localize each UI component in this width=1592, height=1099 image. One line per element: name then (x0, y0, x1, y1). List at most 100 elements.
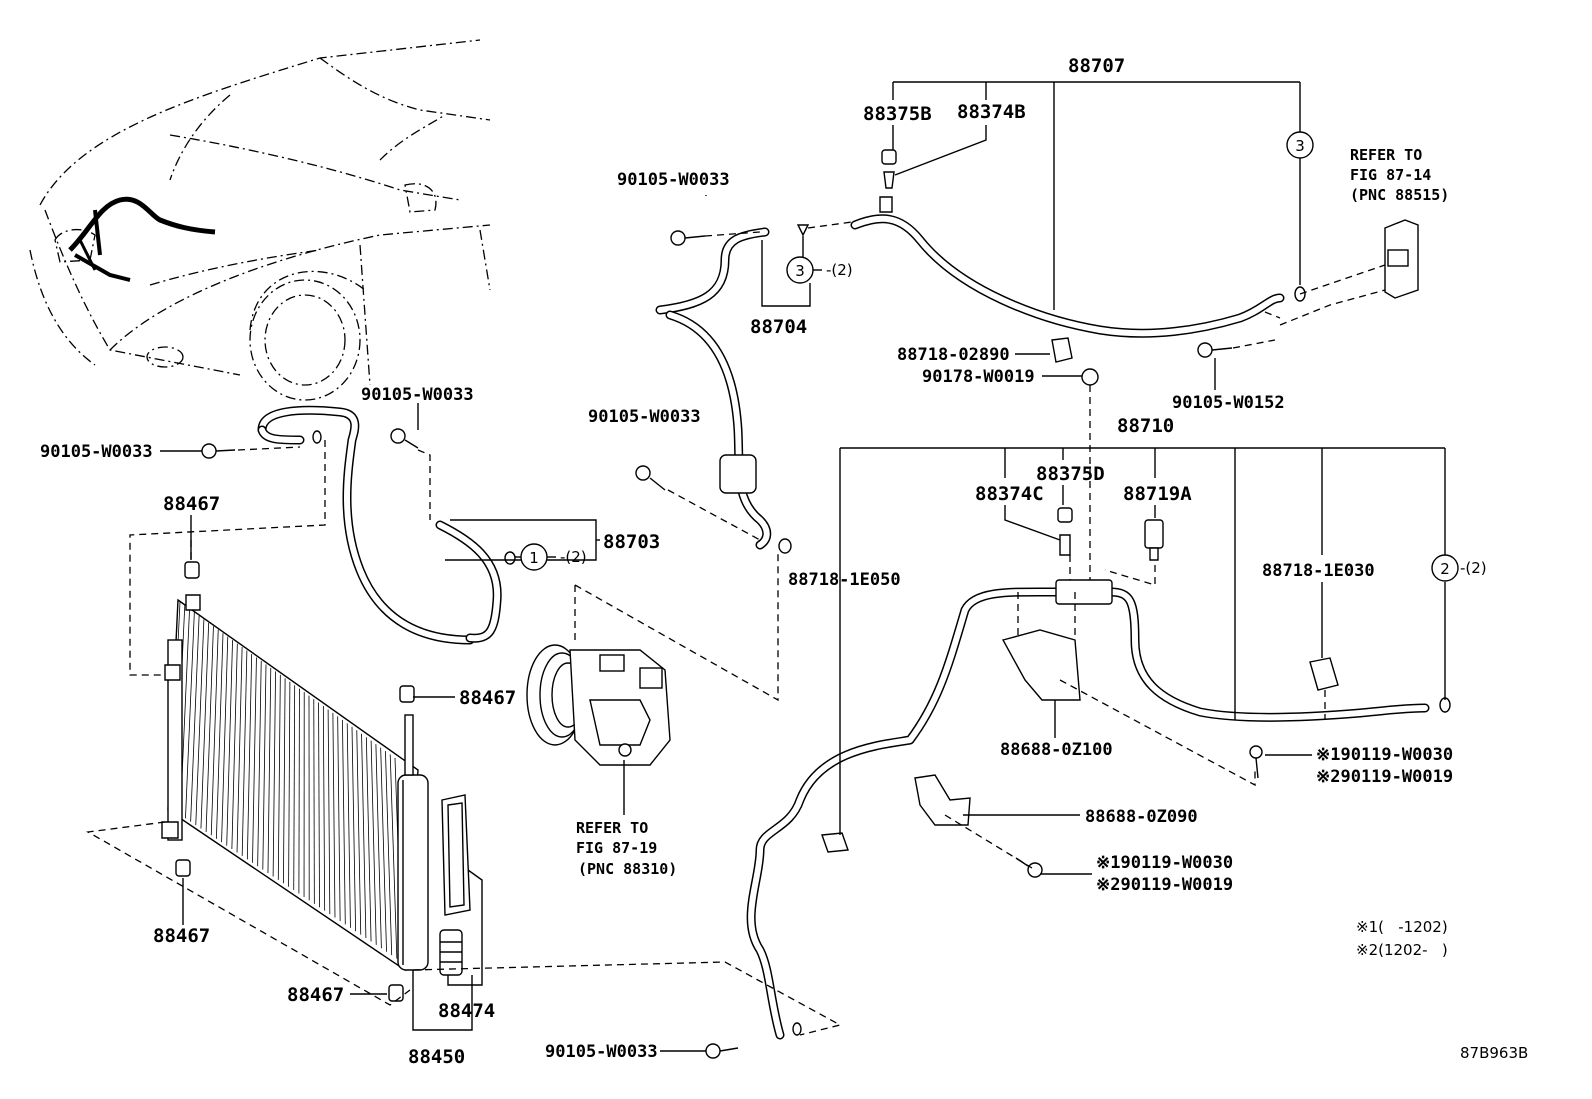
condenser-fin (356, 730, 362, 935)
label-88467-bottom: 88467 (153, 925, 210, 947)
condenser-fin (267, 667, 272, 874)
condenser-fin (216, 633, 224, 839)
condenser-fin (190, 615, 200, 822)
callout-3-top-text: 3 (1295, 137, 1305, 155)
cushion-part-88467-bottom (175, 859, 191, 877)
label-88703: 88703 (603, 531, 660, 553)
refer-comp-line2: FIG 87-19 (576, 839, 657, 857)
label-88375B: 88375B (863, 103, 932, 125)
label-90105-W0033-left: 90105-W0033 (40, 442, 153, 462)
bracket-88688-0Z090 (914, 774, 971, 826)
bolt-90105-W0152 (1197, 342, 1233, 358)
diagram-code: 87B963B (1460, 1044, 1528, 1062)
label-88718-1E030: 88718-1E030 (1262, 561, 1375, 581)
refer-top-line3: (PNC 88515) (1350, 186, 1449, 204)
refer-comp-line1: REFER TO (576, 819, 648, 837)
label-88719A: 88719A (1123, 483, 1192, 505)
legend-note-1: ※1( -1202) (1356, 918, 1448, 936)
condenser-fin (200, 622, 210, 829)
refer-note-top: REFER TO FIG 87-14 (PNC 88515) (1350, 146, 1449, 204)
refer-top-line1: REFER TO (1350, 146, 1422, 164)
condenser-fin (298, 688, 300, 894)
cushion-part-88467-top (184, 561, 200, 579)
condenser-fin (221, 636, 229, 843)
condenser-fin (346, 723, 351, 928)
cushion-part-88467-right (399, 685, 415, 703)
condenser-fin (365, 737, 372, 942)
bolt-190119-W0030-a (1249, 745, 1263, 779)
part-number-labels: 88707 88375B 88374B 90105-W0033 88704 88… (40, 55, 1453, 1068)
bolt-90105-W0033-left (201, 443, 236, 459)
label-88374B: 88374B (957, 101, 1026, 123)
condenser-fin (313, 699, 315, 904)
label-90105-W0033-hose: 90105-W0033 (588, 407, 701, 427)
bolt-90105-W0033-top (670, 230, 706, 246)
callout-circles: 3 3 -(2) 1 -(2) 2 -(2) (520, 131, 1487, 582)
label-88474: 88474 (438, 1000, 495, 1022)
condenser-fin (351, 726, 356, 932)
condenser-fin (288, 681, 291, 887)
label-190119-W0030-a: ※190119-W0030 (1316, 745, 1453, 765)
clamp-88718-1E050 (821, 832, 849, 853)
callout-3-mid-text: 3 (795, 262, 805, 280)
label-88688-0Z090: 88688-0Z090 (1085, 807, 1198, 827)
bolt-90105-W0033-mid (390, 428, 419, 449)
condenser-fin (246, 653, 253, 860)
condenser-fin (272, 671, 276, 877)
bracket-88688-0Z100 (1001, 629, 1081, 701)
refrigerant-pipes (257, 214, 1430, 1040)
label-88467-base: 88467 (287, 984, 344, 1006)
condenser-fin (231, 643, 238, 850)
label-88467-right: 88467 (459, 687, 516, 709)
condenser-fin (257, 660, 262, 867)
condenser-assembly (161, 561, 471, 1002)
condenser-fin (337, 716, 341, 921)
condenser-fin (327, 709, 331, 915)
callout-circle-2 (1431, 554, 1459, 582)
label-290119-W0019-a: ※290119-W0019 (1316, 767, 1453, 787)
clamp-88718-1E030 (1309, 657, 1339, 691)
label-190119-W0030-b: ※190119-W0030 (1096, 853, 1233, 873)
condenser-fin (283, 678, 286, 884)
label-88707: 88707 (1068, 55, 1125, 77)
label-90105-W0033-bottom: 90105-W0033 (545, 1042, 658, 1062)
callout-1-qty: -(2) (560, 548, 587, 566)
label-90105-W0033-mid: 90105-W0033 (361, 385, 474, 405)
condenser-fin (195, 619, 205, 826)
condenser-fin (385, 751, 393, 956)
label-88704: 88704 (750, 316, 807, 338)
condenser-fin (322, 705, 326, 911)
condenser-fin (277, 674, 281, 880)
label-88467-top: 88467 (163, 493, 220, 515)
label-88374C: 88374C (975, 483, 1044, 505)
label-90105-W0033-top: 90105-W0033 (617, 170, 730, 190)
label-90105-W0152: 90105-W0152 (1172, 393, 1285, 413)
label-88450: 88450 (408, 1046, 465, 1068)
label-88688-0Z100: 88688-0Z100 (1000, 740, 1113, 760)
condenser-fin (389, 754, 398, 959)
bolt-90105-W0033-hose (635, 465, 666, 491)
condenser-fin (293, 685, 296, 891)
callout-2-text: 2 (1440, 560, 1450, 578)
refer-comp-line3: (PNC 88310) (578, 860, 677, 878)
legend-note-2: ※2(1202- ) (1356, 941, 1448, 959)
condenser-fin (185, 612, 195, 819)
condenser-fin (361, 733, 367, 939)
clamp-88718-02890 (1051, 337, 1073, 363)
label-90178-W0019: 90178-W0019 (922, 367, 1035, 387)
condenser-fin (252, 657, 257, 863)
label-88718-1E050: 88718-1E050 (788, 570, 901, 590)
callout-circle-3-top (1286, 131, 1314, 159)
callout-3-mid-qty: -(2) (826, 261, 853, 279)
condenser-fin (241, 650, 248, 856)
label-290119-W0019-b: ※290119-W0019 (1096, 875, 1233, 895)
condenser-fin (380, 747, 387, 952)
condenser-fin (370, 740, 377, 945)
condenser-fin (342, 719, 346, 925)
compressor-illustration (526, 644, 671, 766)
bolt-90105-W0033-bottom (705, 1043, 739, 1059)
condenser-fin (262, 664, 267, 870)
callout-1-text: 1 (529, 549, 539, 567)
refer-note-compressor: REFER TO FIG 87-19 (PNC 88310) (576, 819, 677, 878)
